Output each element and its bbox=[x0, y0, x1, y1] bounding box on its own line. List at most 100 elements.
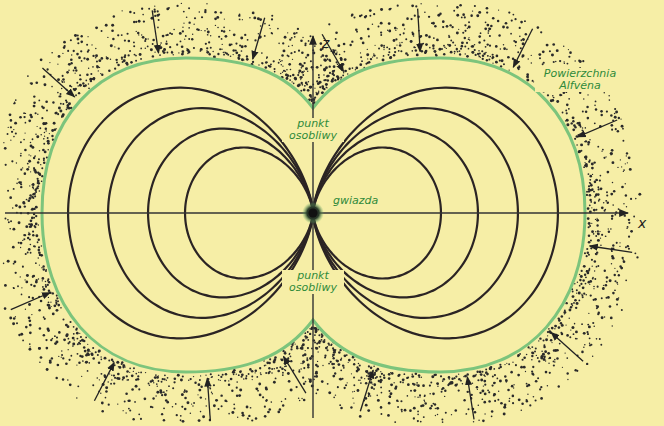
plasma-dot bbox=[271, 401, 273, 403]
plasma-dot bbox=[587, 324, 589, 326]
plasma-dot bbox=[56, 337, 57, 338]
plasma-dot bbox=[395, 38, 397, 40]
plasma-dot bbox=[182, 406, 184, 408]
plasma-dot bbox=[241, 58, 244, 61]
plasma-dot bbox=[317, 361, 318, 362]
plasma-dot bbox=[160, 42, 162, 44]
plasma-dot bbox=[543, 344, 545, 346]
plasma-dot bbox=[529, 348, 530, 349]
plasma-dot bbox=[45, 270, 47, 272]
plasma-dot bbox=[198, 419, 201, 422]
plasma-dot bbox=[47, 329, 50, 332]
plasma-dot bbox=[304, 332, 306, 334]
plasma-dot bbox=[520, 366, 523, 369]
plasma-dot bbox=[417, 420, 419, 422]
plasma-dot bbox=[383, 377, 385, 379]
plasma-dot bbox=[614, 214, 616, 216]
plasma-dot bbox=[34, 193, 36, 195]
plasma-dot bbox=[32, 275, 35, 278]
plasma-dot bbox=[605, 284, 608, 287]
plasma-dot bbox=[23, 139, 25, 141]
plasma-dot bbox=[419, 396, 420, 397]
plasma-dot bbox=[190, 413, 191, 414]
plasma-dot bbox=[328, 344, 330, 346]
plasma-dot bbox=[111, 29, 114, 32]
plasma-dot bbox=[614, 289, 616, 291]
plasma-dot bbox=[456, 49, 458, 51]
plasma-dot bbox=[327, 58, 329, 60]
plasma-dot bbox=[294, 51, 296, 53]
plasma-dot bbox=[28, 154, 29, 155]
plasma-dot bbox=[518, 398, 521, 401]
plasma-dot bbox=[62, 318, 64, 320]
plasma-dot bbox=[32, 184, 34, 186]
plasma-dot bbox=[62, 53, 63, 54]
plasma-dot bbox=[212, 393, 214, 395]
plasma-dot bbox=[336, 360, 338, 362]
plasma-dot bbox=[269, 358, 271, 360]
plasma-dot bbox=[551, 54, 554, 57]
plasma-dot bbox=[596, 224, 598, 226]
plasma-dot bbox=[31, 314, 32, 315]
plasma-dot bbox=[13, 287, 15, 289]
plasma-dot bbox=[594, 298, 597, 301]
plasma-dot bbox=[491, 384, 493, 386]
plasma-dot bbox=[600, 114, 603, 117]
plasma-dot bbox=[587, 217, 590, 220]
plasma-dot bbox=[447, 44, 448, 45]
plasma-dot bbox=[607, 171, 610, 174]
plasma-dot bbox=[42, 286, 44, 288]
plasma-dot bbox=[176, 44, 178, 46]
plasma-dot bbox=[98, 59, 101, 62]
plasma-dot bbox=[266, 399, 268, 401]
plasma-dot bbox=[594, 201, 596, 203]
plasma-dot bbox=[65, 334, 68, 337]
plasma-dot bbox=[634, 252, 636, 254]
plasma-dot bbox=[315, 392, 317, 394]
plasma-dot bbox=[414, 15, 416, 17]
plasma-dot bbox=[505, 22, 508, 25]
plasma-dot bbox=[267, 411, 270, 414]
plasma-dot bbox=[236, 394, 238, 396]
plasma-dot bbox=[531, 372, 534, 375]
plasma-dot bbox=[389, 8, 391, 10]
plasma-dot bbox=[167, 34, 169, 36]
plasma-dot bbox=[445, 412, 447, 414]
plasma-dot bbox=[372, 23, 373, 24]
plasma-dot bbox=[40, 134, 42, 136]
plasma-dot bbox=[388, 402, 391, 405]
plasma-dot bbox=[580, 275, 583, 278]
plasma-dot bbox=[39, 361, 41, 363]
plasma-dot bbox=[39, 327, 42, 330]
plasma-dot bbox=[461, 41, 464, 44]
plasma-dot bbox=[219, 48, 221, 50]
plasma-dot bbox=[121, 34, 123, 36]
plasma-dot bbox=[193, 376, 194, 377]
plasma-dot bbox=[271, 15, 273, 17]
plasma-dot bbox=[595, 253, 596, 254]
plasma-dot bbox=[238, 394, 241, 397]
plasma-dot bbox=[536, 355, 537, 356]
plasma-dot bbox=[382, 59, 385, 62]
plasma-dot bbox=[165, 43, 167, 45]
plasma-dot bbox=[12, 322, 15, 325]
plasma-dot bbox=[64, 81, 65, 82]
plasma-dot bbox=[53, 304, 56, 307]
plasma-dot bbox=[83, 57, 85, 59]
plasma-dot bbox=[113, 382, 115, 384]
plasma-dot bbox=[42, 149, 45, 152]
plasma-dot bbox=[531, 359, 533, 361]
plasma-dot bbox=[576, 292, 577, 293]
plasma-dot bbox=[343, 72, 344, 73]
plasma-dot bbox=[337, 44, 340, 47]
plasma-dot bbox=[339, 349, 341, 351]
plasma-dot bbox=[222, 374, 224, 376]
plasma-dot bbox=[42, 280, 43, 281]
plasma-dot bbox=[537, 26, 540, 29]
plasma-dot bbox=[331, 80, 333, 82]
plasma-dot bbox=[535, 399, 537, 401]
plasma-dot bbox=[283, 49, 286, 52]
plasma-dot bbox=[490, 25, 493, 28]
plasma-dot bbox=[397, 401, 398, 402]
